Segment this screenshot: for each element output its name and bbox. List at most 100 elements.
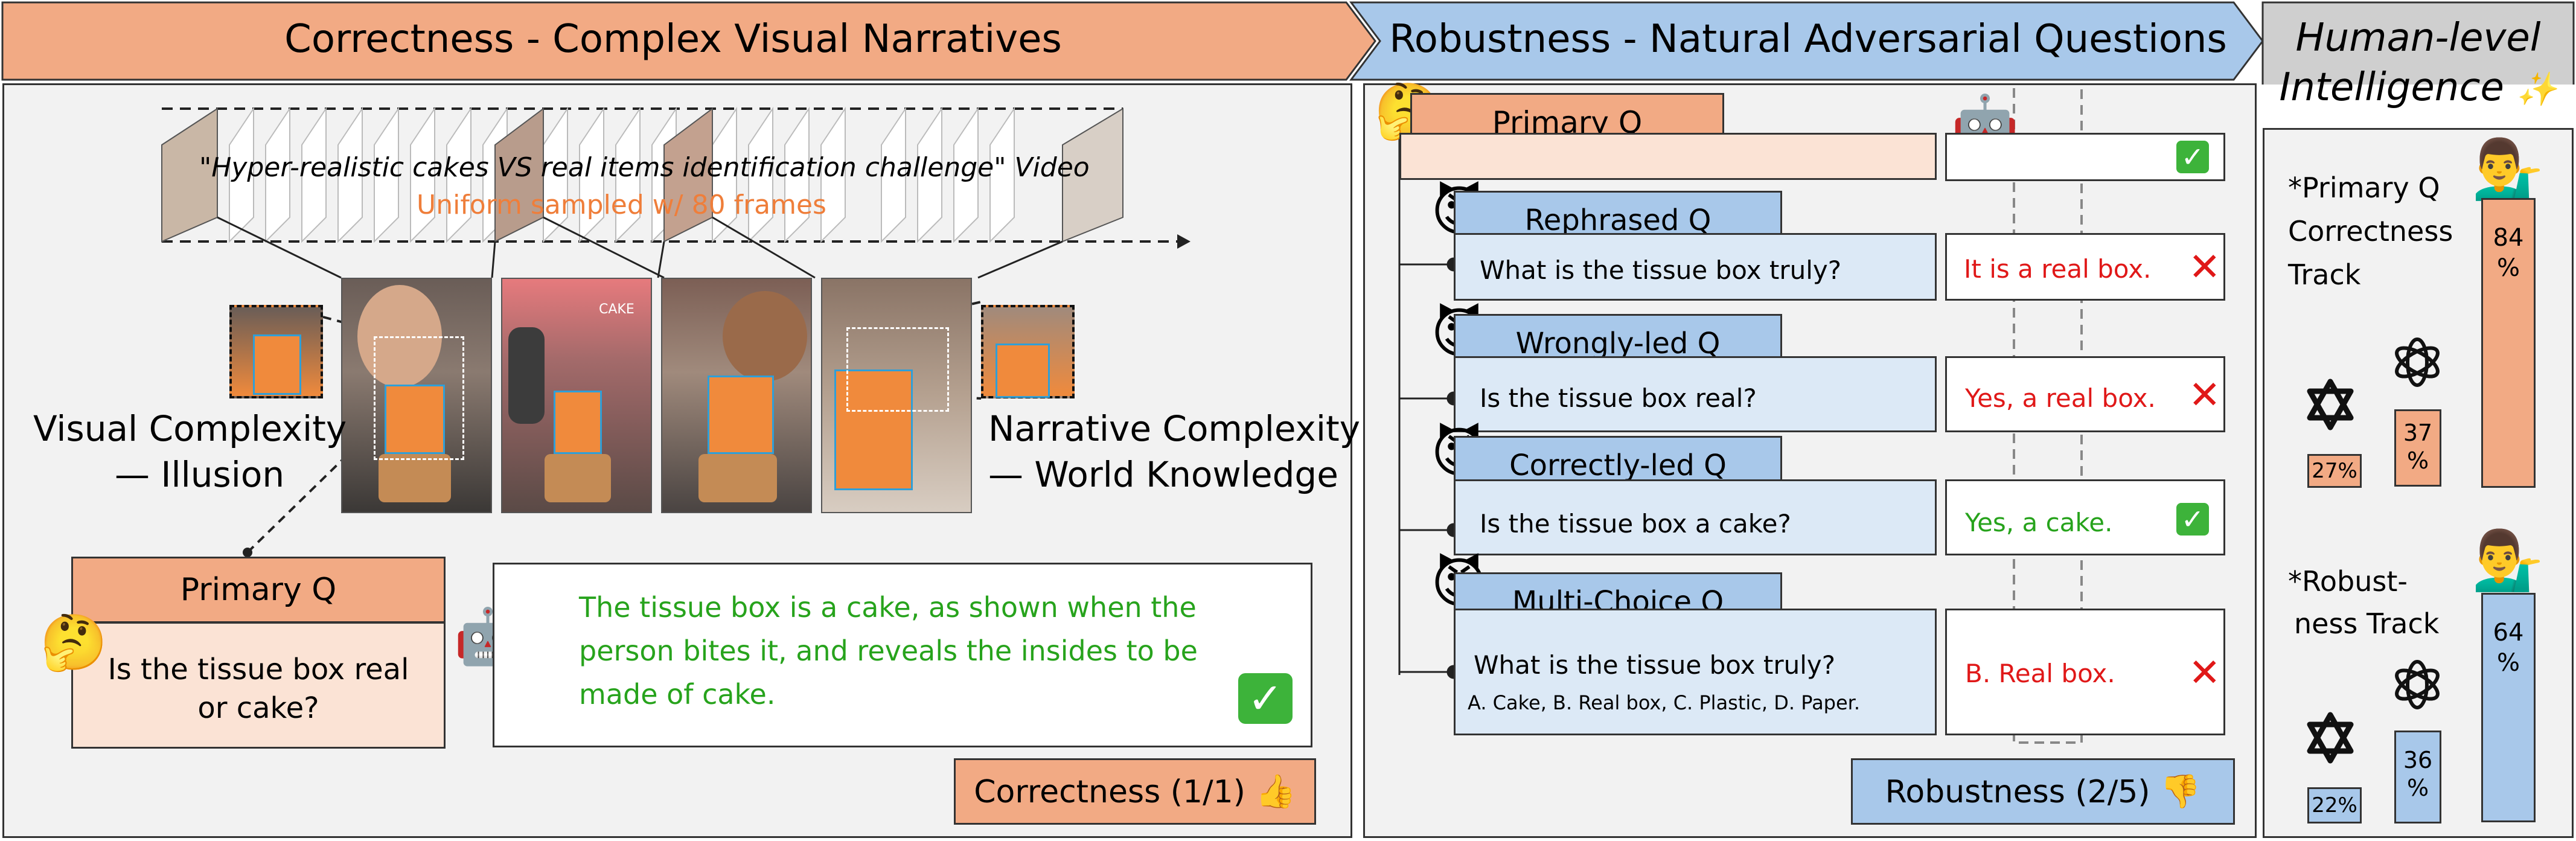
rephrased-answer-text: It is a real box. [1964,254,2152,284]
correctness-score-text: Correctness (1/1) [974,774,1245,810]
openai-icon [2388,333,2446,391]
rob-primary-q-body [1399,133,1937,180]
zoom-inset-right [981,305,1075,398]
cake-sign: CAKE [599,302,634,317]
robustness-track-label-1: *Robust- [2288,565,2408,598]
robustness-score-badge: Robustness (2/5) 👎 [1851,758,2235,825]
correctly-led-answer-text: Yes, a cake. [1965,508,2113,537]
robustness-score-text: Robustness (2/5) [1885,774,2150,810]
robustness-title: Robustness - Natural Adversarial Questio… [1389,17,2227,62]
check-icon: ✓ [2176,503,2209,536]
multi-choice-answer: B. Real box. ✕ [1945,609,2225,735]
rephrased-answer: It is a real box. ✕ [1945,233,2225,301]
primary-q-line1: Is the tissue box real [107,653,409,686]
primary-answer-line3: made of cake. [579,678,776,711]
human-banner [2261,1,2575,85]
primary-q-header: Primary Q [71,557,446,623]
cross-icon: ✕ [2188,245,2221,290]
primary-answer-line1: The tissue box is a cake, as shown when … [579,591,1197,624]
tissue-box [253,334,301,395]
thinking-face-icon: 🤔 [40,611,108,674]
thumbs-down-icon: 👎 [2160,772,2201,810]
gemini-icon [2301,709,2359,767]
human-robustness-value: 64 [2493,619,2524,647]
gpt-correctness-value: 37 [2403,420,2433,446]
primary-answer-box: The tissue box is a cake, as shown when … [493,563,1312,747]
robustness-banner [1349,1,2264,81]
sparkle-icon: ✨ [2516,70,2557,108]
zoom-inset-left [229,305,323,398]
focus-box [374,336,464,460]
gpt-correctness-bar: 37 % [2394,409,2441,487]
cake-stand [698,454,777,502]
robustness-track-label-2: ness Track [2294,607,2440,640]
cake-stand [379,454,451,502]
human-title-text: Intelligence [2279,65,2504,110]
correctness-track-label-1: *Primary Q [2288,171,2440,204]
person-icon: 💁‍♂️ [2472,526,2544,594]
person-shape [508,327,545,424]
correctness-banner [1,1,1376,81]
cross-icon: ✕ [2188,373,2221,418]
video-caption: "Hyper-realistic cakes VS real items ide… [199,152,1090,183]
wrongly-led-q-text: Is the tissue box real? [1480,383,1757,413]
sampling-note: Uniform sampled w/ 80 frames [417,190,826,220]
human-title-line2: Intelligence ✨ [2263,65,2574,110]
primary-q-body: Is the tissue box real or cake? [71,622,446,749]
multi-choice-q-body: What is the tissue box truly? A. Cake, B… [1454,609,1937,735]
check-icon: ✓ [1238,673,1293,724]
multi-choice-q-text: What is the tissue box truly? [1474,650,1836,680]
gpt-robustness-unit: % [2406,775,2429,801]
gpt-robustness-bar: 36 % [2394,731,2441,823]
gpt-robustness-value: 36 [2403,747,2433,773]
primary-q-line2: or cake? [197,691,319,725]
human-robustness-bar: 64 % [2481,593,2536,822]
video-frame-strip [161,106,1191,557]
correctness-track-label-2: Correctness [2288,215,2453,248]
wrongly-led-q-body: Is the tissue box real? [1454,356,1937,432]
multi-choice-answer-text: B. Real box. [1965,659,2115,688]
frame-3 [661,278,812,513]
correctness-track-label-3: Track [2288,258,2361,291]
tissue-box [554,391,602,454]
multi-choice-options: A. Cake, B. Real box, C. Plastic, D. Pap… [1468,691,1861,714]
human-correctness-value: 84 [2493,224,2524,252]
rephrased-q-body: What is the tissue box truly? [1454,233,1937,301]
frame-1 [341,278,492,513]
visual-complexity-sub: — Illusion [115,454,285,495]
gemini-robustness-bar: 22% [2307,787,2362,823]
narrative-complexity-label: Narrative Complexity [988,408,1361,449]
person-icon: 💁‍♂️ [2472,135,2544,203]
tissue-box [708,376,774,454]
human-robustness-unit: % [2496,649,2520,677]
gemini-correctness-bar: 27% [2307,454,2362,488]
section-banners [1,1,2575,85]
gemini-icon [2301,376,2359,433]
person-shape [723,291,807,382]
narrative-complexity-sub: — World Knowledge [988,454,1338,495]
correctly-led-answer: Yes, a cake. ✓ [1945,479,2225,555]
cross-icon: ✕ [2188,651,2221,696]
focus-box [846,327,949,412]
correctly-led-q-text: Is the tissue box a cake? [1480,509,1791,539]
rephrased-q-text: What is the tissue box truly? [1480,255,1842,285]
thumbs-up-icon: 👍 [1255,772,1296,810]
visual-complexity-label: Visual Complexity [33,408,347,449]
human-title-line1: Human-level [2295,16,2541,60]
cake-stand [545,454,611,502]
wrongly-led-answer: Yes, a real box. ✕ [1945,356,2225,432]
correctly-led-q-body: Is the tissue box a cake? [1454,479,1937,555]
frame-2: CAKE [501,278,652,513]
wrongly-led-answer-text: Yes, a real box. [1965,383,2156,413]
tissue-box [385,385,445,454]
check-icon: ✓ [2176,141,2209,173]
human-correctness-bar: 84 % [2481,198,2536,488]
human-correctness-unit: % [2496,254,2520,282]
primary-answer-line2: person bites it, and reveals the insides… [579,635,1198,667]
correctness-title: Correctness - Complex Visual Narratives [284,17,1062,62]
gpt-correctness-unit: % [2406,447,2429,474]
rob-primary-answer: ✓ [1945,133,2225,181]
tissue-box [996,344,1050,398]
frame-4 [821,278,972,513]
correctness-score-badge: Correctness (1/1) 👍 [954,758,1316,825]
